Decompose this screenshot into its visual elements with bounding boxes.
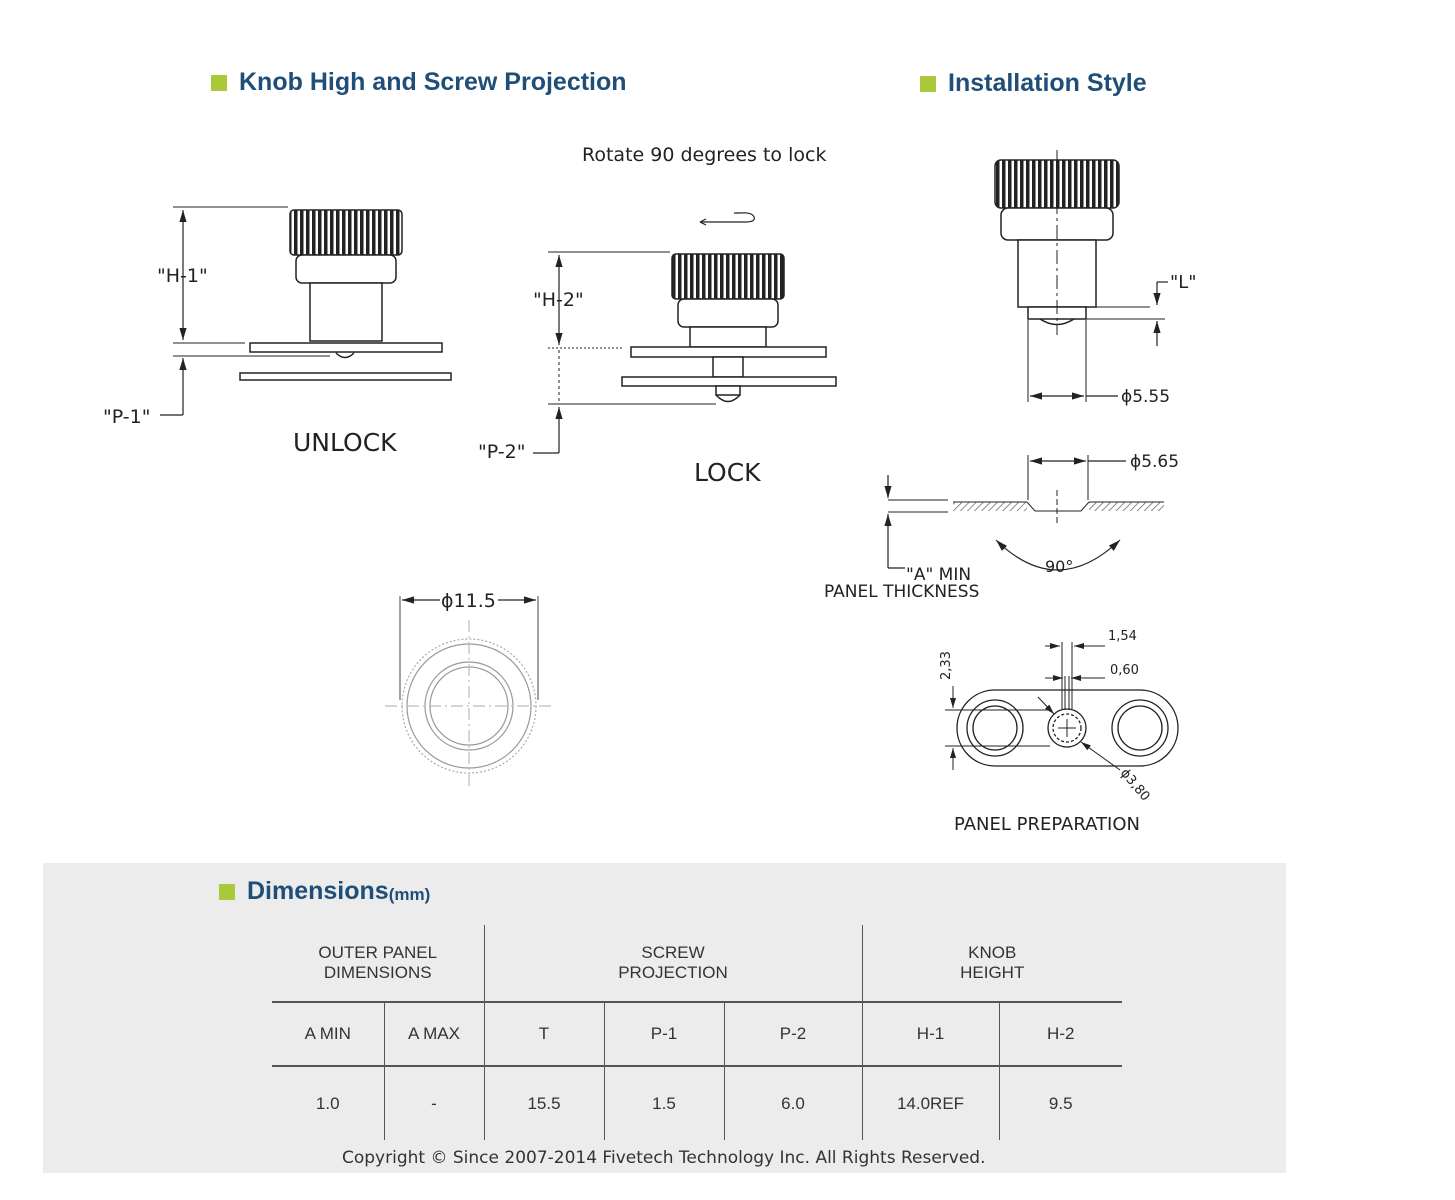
group-header-knob-height: KNOB HEIGHT: [861, 925, 1122, 1003]
angle-arc: [995, 539, 1121, 571]
table-cell: 14.0REF: [861, 1066, 999, 1140]
h2-label: "H-2": [533, 289, 584, 311]
inner-panel: [239, 372, 452, 381]
table-cell: 1.0: [315, 1093, 340, 1113]
knob-top-view: [385, 596, 553, 790]
l-label: "L": [1170, 272, 1197, 293]
h1-label: "H-1": [157, 265, 208, 287]
column-header: H-1: [861, 1002, 999, 1067]
dim-380-label: ϕ3,80: [1117, 766, 1153, 804]
column-header: A MAX: [383, 1002, 484, 1067]
panel-hatch-right: [1089, 502, 1164, 511]
knurl-knob: [289, 209, 403, 256]
bullet-square-icon: [211, 74, 227, 91]
p1-label: "P-1": [103, 406, 150, 428]
screw-shaft: [712, 356, 744, 378]
column-header: H-2: [998, 1002, 1122, 1067]
table-cell: 6.0: [723, 1066, 862, 1140]
panel-preparation-drawing: [945, 642, 1179, 771]
column-header: T: [483, 1002, 604, 1067]
p2-label: "P-2": [478, 441, 525, 463]
panel-hatch-left: [953, 502, 1027, 511]
angle-label: 90°: [1045, 557, 1073, 576]
diameter-555-label: ϕ5.55: [1121, 387, 1170, 407]
table-row: 1.0 - 15.5 1.5 6.0 14.0REF 9.5: [272, 1066, 1122, 1140]
knob-section-title: Knob High and Screw Projection: [211, 68, 627, 97]
install-section-title: Installation Style: [920, 69, 1147, 98]
unlock-label: UNLOCK: [293, 428, 397, 457]
dim-154-label: 1,54: [1108, 629, 1137, 644]
group-header-screw-projection: SCREW PROJECTION: [483, 925, 862, 1003]
table-cell: 9.5: [998, 1066, 1122, 1140]
group-header-outer-panel: OUTER PANEL DIMENSIONS: [272, 925, 484, 1003]
table-column-row: A MIN A MAX T P-1 P-2 H-1 H-2: [272, 1002, 1122, 1067]
copyright-text: Copyright © Since 2007-2014 Fivetech Tec…: [342, 1148, 986, 1168]
table-cell: -: [383, 1066, 484, 1140]
install-side-view: [994, 150, 1168, 402]
bullet-square-icon: [219, 883, 235, 900]
dimensions-unit-text: (mm): [388, 884, 431, 904]
table-cell: 15.5: [483, 1066, 604, 1140]
panel-thickness-label: PANEL THICKNESS: [824, 582, 979, 602]
knob-body: [689, 326, 767, 348]
outer-panel: [630, 346, 827, 358]
table-cell: 1.5: [603, 1066, 724, 1140]
lock-drawing: [533, 251, 837, 454]
dimensions-title-text: Dimensions: [247, 877, 389, 905]
knob-collar: [677, 298, 779, 328]
technical-drawing: "H-1" "P-1" UNLOCK Rotate 90 degrees to …: [103, 144, 1197, 835]
a-min-label: "A" MIN: [906, 565, 971, 585]
inner-panel: [621, 376, 837, 387]
column-header: A MIN: [272, 1002, 384, 1067]
dim-060-label: 0,60: [1110, 663, 1139, 678]
dim-233-label: 2,33: [939, 651, 954, 680]
rotate-note: Rotate 90 degrees to lock: [582, 144, 826, 166]
knurl-knob: [671, 253, 785, 300]
knob-collar: [295, 254, 397, 284]
diameter-565-label: ϕ5.65: [1130, 452, 1179, 472]
diameter-knob-label: ϕ11.5: [441, 590, 496, 612]
panel-plate: [956, 689, 1179, 767]
table-group-row: OUTER PANEL DIMENSIONS SCREW PROJECTION …: [272, 925, 1122, 1003]
outer-panel: [249, 342, 443, 353]
unlock-drawing: [160, 206, 452, 416]
bullet-square-icon: [920, 75, 936, 92]
knob-section-title-text: Knob High and Screw Projection: [239, 68, 627, 96]
column-header: P-2: [723, 1002, 862, 1067]
panel-hole-section: [884, 455, 1164, 571]
dimensions-table: OUTER PANEL DIMENSIONS SCREW PROJECTION …: [272, 925, 1122, 1140]
panel-preparation-label: PANEL PREPARATION: [954, 814, 1140, 835]
column-header: P-1: [603, 1002, 724, 1067]
dimensions-section-title: Dimensions (mm): [219, 877, 430, 906]
install-section-title-text: Installation Style: [948, 69, 1147, 97]
lock-label: LOCK: [694, 458, 761, 487]
screw-tip: [335, 352, 355, 359]
knob-body: [309, 282, 383, 342]
rotate-arrow-icon: [699, 212, 755, 226]
